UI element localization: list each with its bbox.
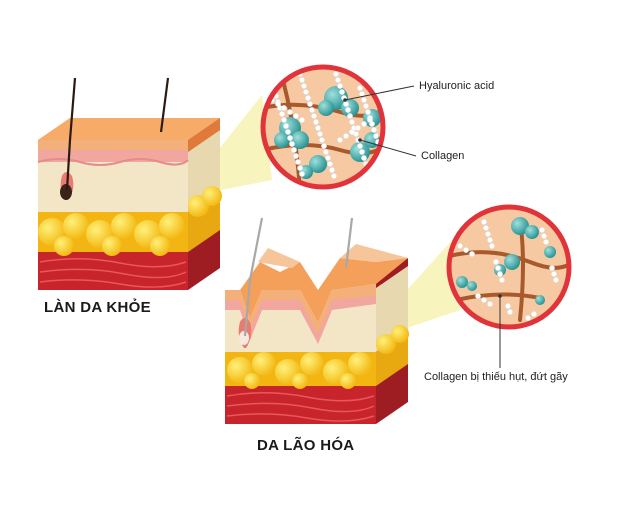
leader-lines (344, 85, 501, 368)
healthy-skin-block (37, 77, 222, 290)
hyaluronic-acid-label: Hyaluronic acid (419, 80, 495, 92)
aged-skin-block (225, 217, 409, 424)
zoom-circle-aged (446, 204, 572, 330)
collagen-label: Collagen (421, 150, 465, 162)
aged-skin-caption: DA LÃO HÓA (257, 437, 355, 454)
zoom-circle-healthy (260, 64, 386, 190)
collagen-damaged-label: Collagen bị thiếu hụt, đứt gãy (424, 371, 568, 383)
healthy-skin-caption: LÀN DA KHỎE (44, 299, 151, 316)
